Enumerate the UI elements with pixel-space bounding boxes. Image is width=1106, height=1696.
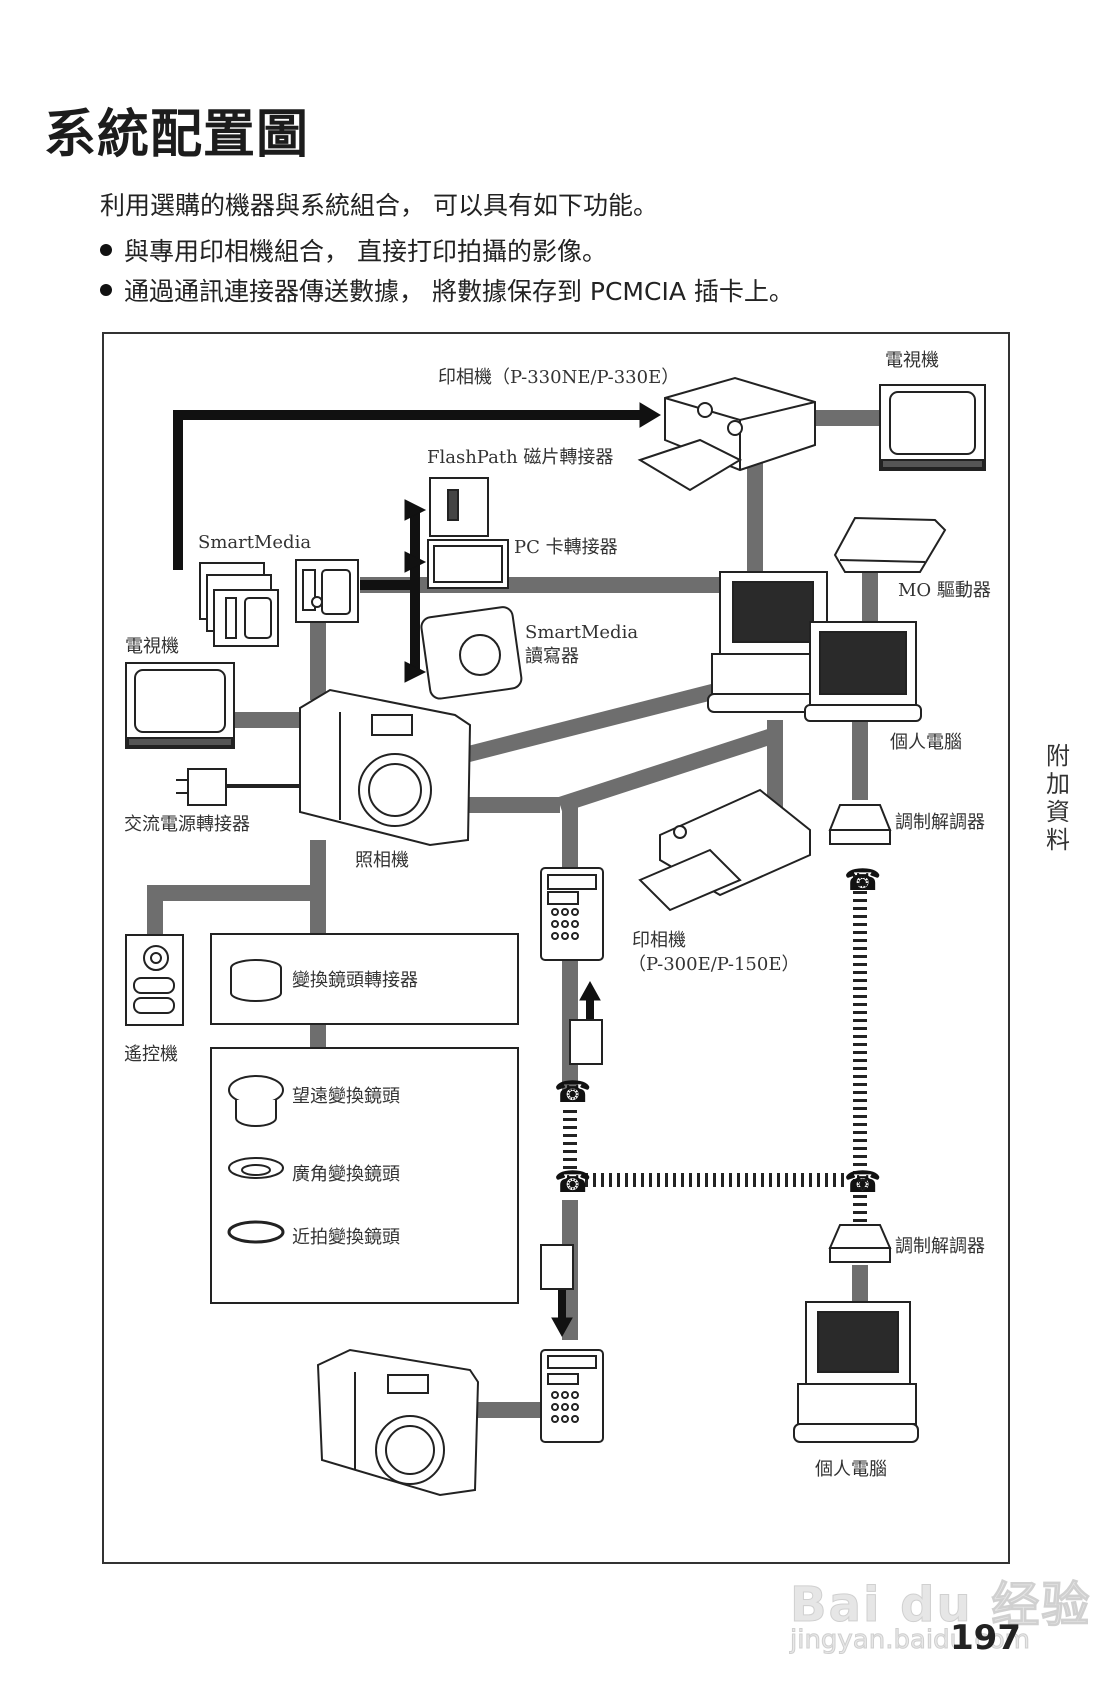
label-wide-lens: 廣角變換鏡頭 xyxy=(292,1164,400,1185)
tele-lens-icon xyxy=(228,1075,284,1105)
arrowhead-reader xyxy=(404,661,427,683)
phone-line-dashes xyxy=(563,875,867,1245)
label-tv-left: 電視機 xyxy=(125,636,179,657)
telephone-icon: ☎ xyxy=(844,863,881,898)
memory-card-icon-bottom xyxy=(540,1244,574,1290)
label-printer-mid: 印相機 xyxy=(632,930,686,951)
laptop-pc-icon xyxy=(804,621,922,722)
label-pc-top: 個人電腦 xyxy=(890,732,962,753)
arrowhead-flashpath xyxy=(404,499,427,521)
system-diagram-frame xyxy=(102,332,1010,1564)
telephone-icons: ☎ ☎ ☎ ☎ xyxy=(554,863,881,1200)
section-side-tab: 附加資料 xyxy=(1046,742,1070,854)
arrowhead-up xyxy=(579,980,601,1001)
label-tele-lens: 望遠變換鏡頭 xyxy=(292,1086,400,1107)
modem-top-icon xyxy=(828,804,892,845)
label-mo-drive: MO 驅動器 xyxy=(898,580,991,601)
modem-bottom-icon xyxy=(828,1224,892,1263)
ac-adapter-icon xyxy=(176,768,300,806)
camera-bottom-icon xyxy=(316,1348,480,1497)
label-tv-top: 電視機 xyxy=(885,350,939,371)
smartmedia-reader-icon xyxy=(420,606,523,700)
label-camera: 照相機 xyxy=(355,850,409,871)
page-number: 197 xyxy=(950,1618,1021,1658)
smartmedia-cards-icon xyxy=(199,559,359,647)
label-smartmedia-reader-2: 讀寫器 xyxy=(525,646,579,667)
printer-p330-icon xyxy=(637,376,816,492)
conversion-lens-box xyxy=(210,1047,519,1304)
watermark-logo: Bai du 经验 xyxy=(789,1577,1092,1634)
desktop-pc-bottom-icon xyxy=(793,1301,919,1443)
lens-adapter-box xyxy=(210,933,519,1025)
bullet-item: 與專用印相機組合， 直接打印拍攝的影像。 xyxy=(100,232,607,268)
printer-p300-icon xyxy=(638,788,811,912)
flashpath-icon xyxy=(429,477,489,537)
remote-control-icon xyxy=(125,934,184,1026)
memory-card-icon-top xyxy=(569,1019,603,1065)
label-modem-bottom: 調制解調器 xyxy=(895,1236,985,1257)
label-smartmedia-reader: SmartMedia xyxy=(525,622,638,643)
mo-drive-icon xyxy=(833,516,947,573)
communication-unit-bottom-icon xyxy=(540,1349,604,1443)
label-flashpath: FlashPath 磁片轉接器 xyxy=(427,447,613,468)
intro-text: 利用選購的機器與系統組合， 可以具有如下功能。 xyxy=(100,191,658,220)
pc-card-icon xyxy=(427,539,509,589)
arrowhead-printer xyxy=(639,402,661,428)
telephone-icon: ☎ xyxy=(554,1075,591,1110)
telephone-icon: ☎ xyxy=(554,1165,591,1200)
label-remote: 遙控機 xyxy=(124,1044,178,1065)
arrow-to-printer xyxy=(173,410,640,570)
label-lens-adapter: 變換鏡頭轉接器 xyxy=(292,970,418,991)
label-pc-bottom: 個人電腦 xyxy=(815,1459,887,1480)
bullet-icon xyxy=(100,284,112,296)
label-modem-top: 調制解調器 xyxy=(895,812,985,833)
arrowhead-pccard xyxy=(404,551,427,573)
label-printer-mid-model: （P-300E/P-150E） xyxy=(628,954,799,975)
label-macro-lens: 近拍變換鏡頭 xyxy=(292,1227,400,1248)
page-title: 系統配置圖 xyxy=(44,105,310,165)
camera-icon xyxy=(299,688,472,847)
arrowhead-down xyxy=(551,1317,573,1338)
bullet-item: 通過通訊連接器傳送數據， 將數據保存到 PCMCIA 插卡上。 xyxy=(100,272,794,308)
label-pc-card: PC 卡轉接器 xyxy=(514,537,618,558)
watermark-url: jingyan.baidu.com xyxy=(790,1625,1031,1656)
macro-lens-icon xyxy=(227,1220,285,1244)
tv-left-icon xyxy=(125,662,235,749)
communication-unit-top-icon xyxy=(540,867,604,961)
label-printer-top: 印相機（P-330NE/P-330E） xyxy=(438,367,679,388)
label-ac-adapter: 交流電源轉接器 xyxy=(124,814,250,835)
bullet-icon xyxy=(100,244,112,256)
tv-top-icon xyxy=(879,384,986,471)
telephone-icon: ☎ xyxy=(844,1165,881,1200)
label-smartmedia: SmartMedia xyxy=(198,532,311,553)
